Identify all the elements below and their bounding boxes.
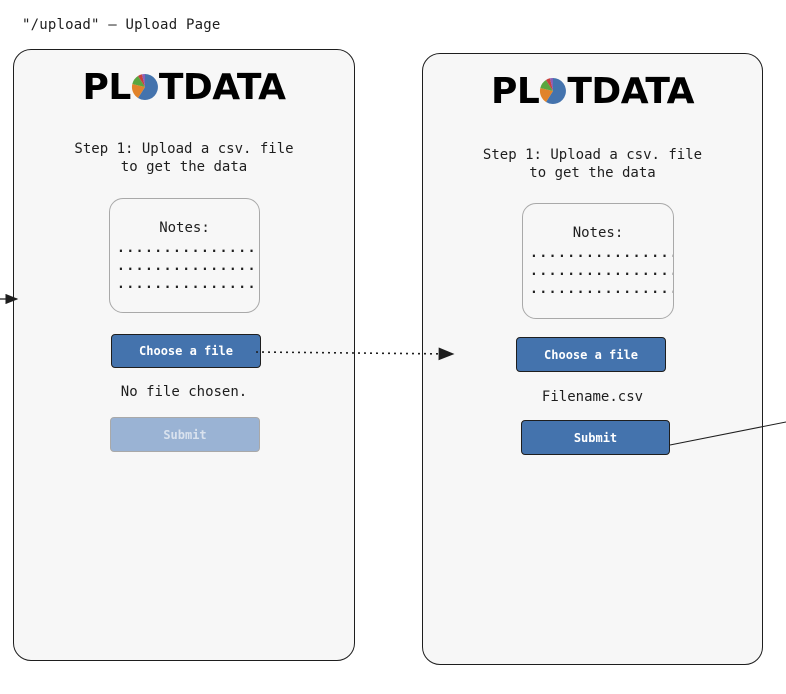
notes-title: Notes: <box>572 225 624 241</box>
outgoing-connector <box>669 421 786 446</box>
submit-button-disabled: Submit <box>110 417 260 452</box>
pie-chart-icon <box>540 77 567 104</box>
pie-slice-orange <box>131 84 145 98</box>
plotdata-logo: PL TDATA <box>14 66 354 108</box>
pie-slice-blue <box>546 78 567 104</box>
notes-line: ................ <box>117 241 260 256</box>
notes-line: ................ <box>117 277 260 292</box>
upload-screen-empty: PL TDATA Step 1: Upload a csv. file to g… <box>13 49 355 661</box>
page-label: "/upload" – Upload Page <box>22 17 221 33</box>
pie-slice-purple <box>550 77 554 91</box>
logo-text-right: TDATA <box>567 70 694 112</box>
pie-slice-orange <box>540 88 554 102</box>
logo-text-right: TDATA <box>158 66 286 108</box>
file-status-text: Filename.csv <box>541 389 644 405</box>
submit-button[interactable]: Submit <box>521 420 670 455</box>
pie-slice-green <box>132 76 145 87</box>
logo-text-left: PL <box>82 66 132 108</box>
pie-slice-red <box>546 78 554 91</box>
pie-chart-icon <box>131 73 158 100</box>
pie-slice-green <box>540 80 554 91</box>
notes-box: Notes: ................ ................… <box>109 198 260 313</box>
pie-slice-purple <box>141 73 145 87</box>
notes-line: ................ <box>530 264 674 279</box>
notes-line: ................ <box>530 282 674 297</box>
notes-line: ................ <box>530 246 674 261</box>
upload-screen-file-selected: PL TDATA Step 1: Upload a csv. file to g… <box>422 53 763 665</box>
choose-file-button[interactable]: Choose a file <box>111 334 261 368</box>
file-status-text: No file chosen. <box>120 384 248 400</box>
notes-box: Notes: ................ ................… <box>522 203 674 319</box>
logo-text-left: PL <box>491 70 540 112</box>
pie-slice-red <box>137 74 145 87</box>
notes-title: Notes: <box>159 220 210 236</box>
choose-file-button[interactable]: Choose a file <box>516 337 666 372</box>
step-instruction: Step 1: Upload a csv. file to get the da… <box>482 147 703 181</box>
plotdata-logo: PL TDATA <box>423 70 762 112</box>
step-instruction: Step 1: Upload a csv. file to get the da… <box>74 141 294 175</box>
pie-slice-blue <box>137 74 158 100</box>
dotted-flow-arrow <box>255 347 455 361</box>
notes-line: ................ <box>117 259 260 274</box>
